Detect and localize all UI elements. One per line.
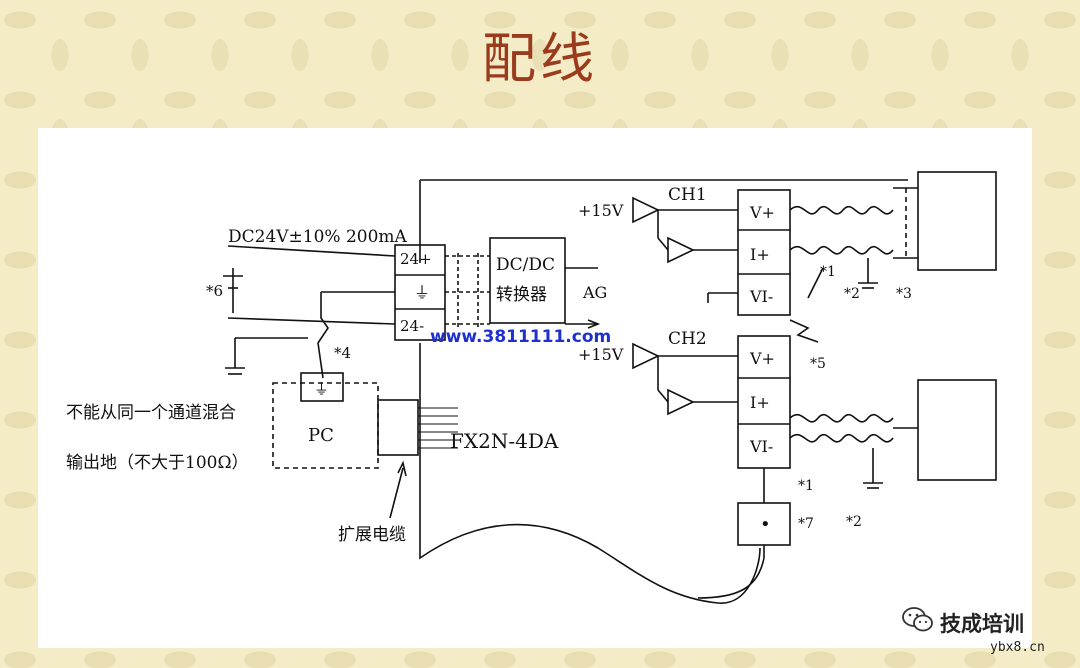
- dcdc-label-2: 转换器: [496, 285, 547, 305]
- ground-note-line2: 输出地（不大于100Ω）: [66, 453, 249, 473]
- ch1-supply: +15V: [578, 201, 624, 220]
- ch1-note-2: *2: [844, 286, 860, 302]
- ch1-terminal-block: [737, 189, 791, 316]
- watermark: www.3811111.com: [430, 327, 611, 347]
- ch2-terminal-vplus: V+: [749, 349, 775, 368]
- ch2-note-1: *1: [798, 478, 814, 494]
- ch1-name: CH1: [668, 185, 707, 205]
- page-title: 配线: [482, 27, 598, 90]
- note-4: *4: [334, 344, 351, 362]
- wiring-diagram-panel: DC24V±10% 200mA 24+ ⏚ 24- DC/DC 转换器 AG *…: [38, 128, 1032, 648]
- ch2-supply: +15V: [578, 345, 624, 364]
- pc-ground-symbol: ⏚: [314, 380, 329, 398]
- pc-label: PC: [308, 425, 334, 446]
- terminal-24-minus: 24-: [400, 317, 424, 335]
- dcdc-converter-box: [489, 237, 566, 324]
- module-outline: [419, 180, 761, 604]
- footer-url[interactable]: ybx8.cn: [990, 640, 1045, 655]
- module-name: FX2N-4DA: [450, 429, 559, 453]
- supply-label: DC24V±10% 200mA: [228, 227, 408, 247]
- note-6: *6: [206, 282, 223, 300]
- ag-label: AG: [582, 283, 607, 302]
- note-7: *7: [798, 516, 814, 532]
- ch1-terminal-vi-minus: VI-: [749, 287, 773, 306]
- wiring-diagram: DC24V±10% 200mA 24+ ⏚ 24- DC/DC 转换器 AG *…: [66, 171, 997, 604]
- account-name: 技成培训: [940, 612, 1024, 636]
- note-5: *5: [810, 356, 826, 372]
- ch1-load-box: [917, 171, 997, 271]
- ch2-name: CH2: [668, 329, 707, 349]
- ch1-note-3: *3: [896, 286, 912, 302]
- ch2-terminal-vi-minus: VI-: [749, 437, 773, 456]
- dcdc-label-1: DC/DC: [496, 255, 555, 275]
- ground-note-line1: 不能从同一个通道混合: [66, 403, 236, 423]
- ch1-terminal-iplus: I+: [750, 245, 770, 264]
- ch2-terminal-iplus: I+: [750, 393, 770, 412]
- terminal-24-plus: 24+: [400, 250, 432, 268]
- ch2-load-box: [917, 379, 997, 481]
- ch2-note-2: *2: [846, 514, 862, 530]
- extension-cable-label: 扩展电缆: [338, 525, 406, 545]
- wechat-icon: [902, 607, 933, 632]
- terminal-7-symbol: •: [760, 514, 771, 535]
- ch1-note-1: *1: [820, 264, 836, 280]
- ch1-terminal-vplus: V+: [749, 203, 775, 222]
- ground-symbol-label: ⏚: [414, 283, 430, 302]
